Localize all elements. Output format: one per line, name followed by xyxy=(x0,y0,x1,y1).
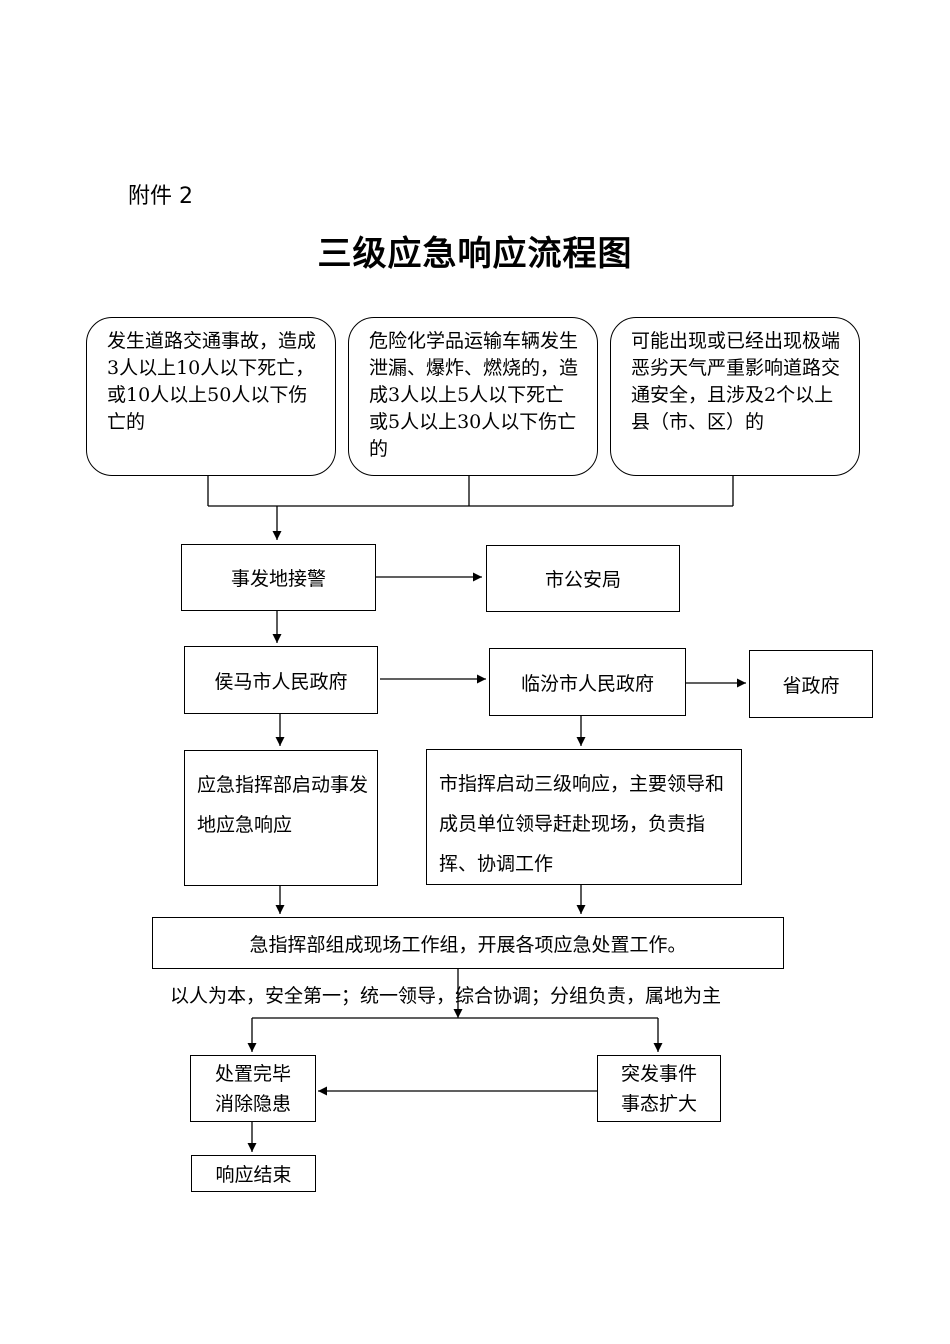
page-title: 三级应急响应流程图 xyxy=(317,234,633,274)
node-done: 处置完毕 消除隐患 xyxy=(190,1055,316,1122)
node-local-command: 应急指挥部启动事发地应急响应 xyxy=(184,750,378,886)
node-linfen-gov: 临汾市人民政府 xyxy=(489,648,686,716)
trigger-text-weather: 可能出现或已经出现极端恶劣天气严重影响道路交通安全，且涉及2个以上县（市、区）的 xyxy=(631,330,841,433)
node-province-gov: 省政府 xyxy=(749,650,873,718)
node-city-police: 市公安局 xyxy=(486,545,680,612)
trigger-box-traffic-accident: 发生道路交通事故，造成3人以上10人以下死亡，或10人以上50人以下伤亡的 xyxy=(86,317,336,476)
trigger-text-hazmat: 危险化学品运输车辆发生泄漏、爆炸、燃烧的，造成3人以上5人以下死亡或5人以上30… xyxy=(369,330,579,460)
trigger-box-weather: 可能出现或已经出现极端恶劣天气严重影响道路交通安全，且涉及2个以上县（市、区）的 xyxy=(610,317,860,476)
principles-text: 以人为本，安全第一；统一领导，综合协调；分组负责，属地为主 xyxy=(170,985,722,1007)
node-done-line1: 处置完毕 xyxy=(214,1062,291,1085)
node-houma-gov: 侯马市人民政府 xyxy=(184,646,378,714)
node-escalate: 突发事件 事态扩大 xyxy=(597,1055,721,1122)
node-city-command-text: 市指挥启动三级响应，主要领导和成员单位领导赶赴现场，负责指挥、协调工作 xyxy=(439,773,725,875)
node-field-groups-text: 急指挥部组成现场工作组，开展各项应急处置工作。 xyxy=(249,933,687,956)
node-report: 事发地接警 xyxy=(181,544,376,611)
node-local-command-text: 应急指挥部启动事发地应急响应 xyxy=(197,774,369,836)
attachment-label: 附件 2 xyxy=(128,184,193,209)
node-field-groups: 急指挥部组成现场工作组，开展各项应急处置工作。 xyxy=(152,917,784,969)
trigger-text-traffic-accident: 发生道路交通事故，造成3人以上10人以下死亡，或10人以上50人以下伤亡的 xyxy=(107,330,317,433)
node-escalate-line1: 突发事件 xyxy=(620,1062,697,1085)
node-end: 响应结束 xyxy=(191,1155,316,1192)
node-escalate-line2: 事态扩大 xyxy=(620,1092,697,1115)
trigger-box-hazmat: 危险化学品运输车辆发生泄漏、爆炸、燃烧的，造成3人以上5人以下死亡或5人以上30… xyxy=(348,317,598,476)
node-city-command: 市指挥启动三级响应，主要领导和成员单位领导赶赴现场，负责指挥、协调工作 xyxy=(426,749,742,885)
node-done-line2: 消除隐患 xyxy=(214,1092,291,1115)
